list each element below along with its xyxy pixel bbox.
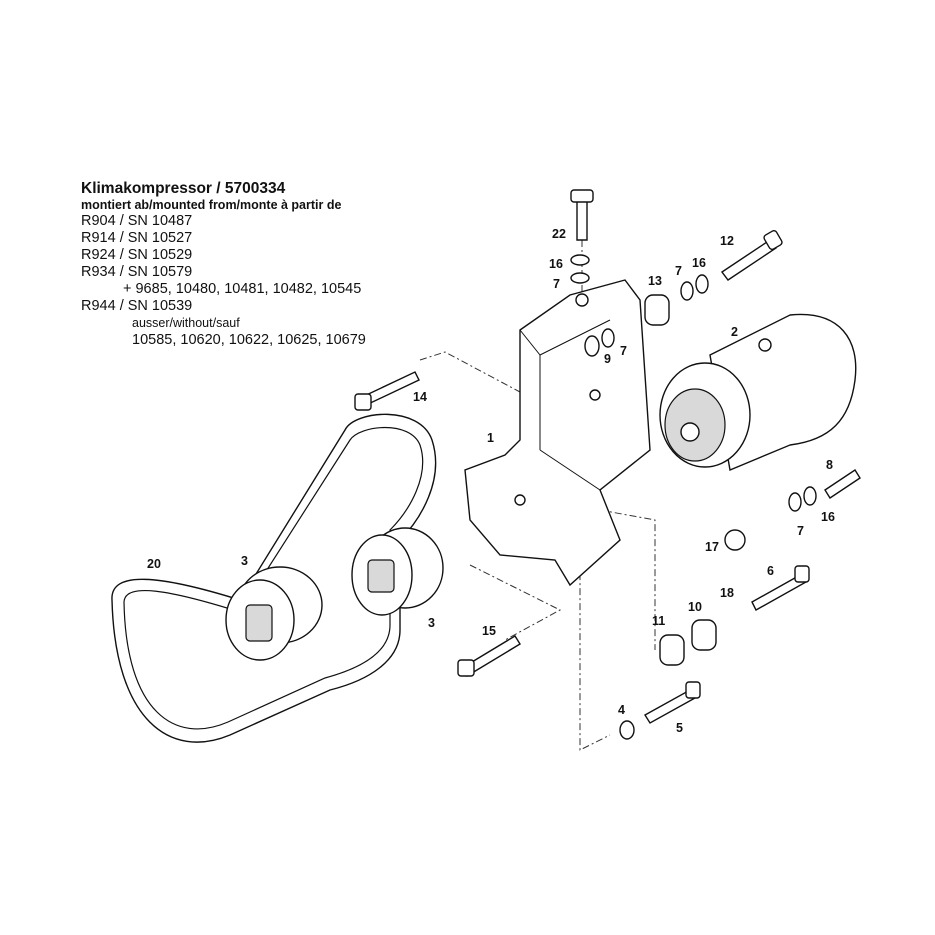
callout: 16 <box>692 256 706 270</box>
callout: 3 <box>428 616 435 630</box>
callout: 2 <box>731 325 738 339</box>
bracket-1 <box>464 279 651 587</box>
serial-line: R904 / SN 10487 <box>81 213 193 229</box>
callout: 7 <box>797 524 804 538</box>
compressor-2 <box>659 313 857 471</box>
serial-line: R934 / SN 10579 <box>81 264 193 280</box>
callout: 18 <box>720 586 734 600</box>
callout: 20 <box>147 557 161 571</box>
serial-line: R924 / SN 10529 <box>81 247 193 263</box>
callout: 5 <box>676 721 683 735</box>
diagram-subtitle: montiert ab/mounted from/monte à partir … <box>81 198 342 212</box>
serial-line: R914 / SN 10527 <box>81 230 193 246</box>
serial-line: + 9685, 10480, 10481, 10482, 10545 <box>123 281 362 297</box>
callout: 11 <box>652 614 665 628</box>
pulley-3-right <box>351 527 444 616</box>
callout: 7 <box>553 277 560 291</box>
callout: 1 <box>487 431 494 445</box>
callout: 10 <box>688 600 702 614</box>
callout-labels: 22 16 7 13 7 16 12 2 9 7 14 1 8 7 16 17 … <box>147 227 835 735</box>
callout: 12 <box>720 234 734 248</box>
serial-line: 10585, 10620, 10622, 10625, 10679 <box>132 332 366 348</box>
callout: 15 <box>482 624 496 638</box>
callout: 8 <box>826 458 833 472</box>
fasteners <box>354 189 861 740</box>
serial-line: ausser/without/sauf <box>132 316 240 330</box>
pulley-3-left <box>225 566 323 661</box>
diagram-title: Klimakompressor / 5700334 <box>81 180 286 197</box>
callout: 7 <box>675 264 682 278</box>
callout: 4 <box>618 703 625 717</box>
callout: 3 <box>241 554 248 568</box>
callout: 6 <box>767 564 774 578</box>
callout: 16 <box>549 257 563 271</box>
leader-lines <box>419 240 656 751</box>
callout: 22 <box>552 227 566 241</box>
serial-line: R944 / SN 10539 <box>81 298 193 314</box>
callout: 7 <box>620 344 627 358</box>
callout: 14 <box>413 390 427 404</box>
callout: 17 <box>705 540 719 554</box>
callout: 13 <box>648 274 662 288</box>
callout: 16 <box>821 510 835 524</box>
callout: 9 <box>604 352 611 366</box>
parts-info: Klimakompressor / 5700334 montiert ab/mo… <box>81 180 366 349</box>
